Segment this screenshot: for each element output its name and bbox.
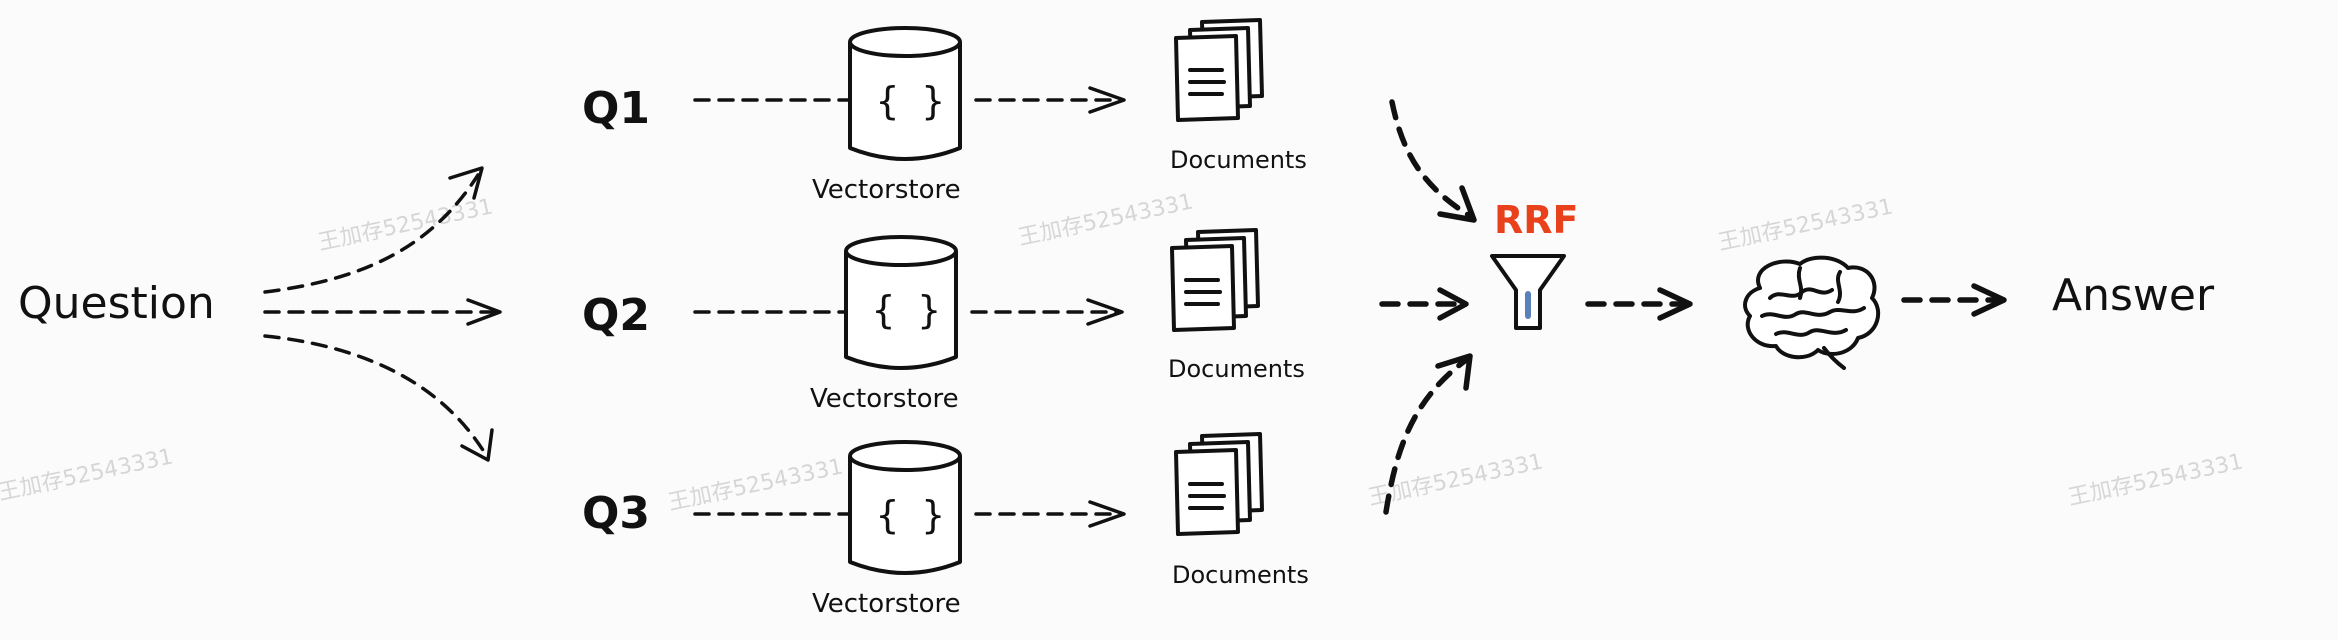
- documents-icon: [1174, 432, 1264, 536]
- watermark: 王加存52543331: [0, 444, 175, 505]
- documents-icon: [1174, 18, 1264, 122]
- curly-braces-icon: { }: [876, 79, 945, 123]
- question-label: Question: [18, 278, 215, 329]
- curly-braces-icon: { }: [872, 288, 941, 332]
- arrow-to-q1: [263, 173, 480, 294]
- vectorstore-label: Vectorstore: [812, 175, 961, 205]
- watermark: 王加存52543331: [1016, 189, 1195, 250]
- watermark: 王加存52543331: [1716, 194, 1895, 255]
- query-row-2: Q2 { } Vectorstore Documents: [582, 228, 1305, 414]
- documents-label: Documents: [1172, 561, 1309, 589]
- watermark: 王加存52543331: [2066, 449, 2245, 510]
- merge-arrows: [1379, 99, 1477, 515]
- rrf-label: RRF: [1494, 198, 1578, 242]
- documents-label: Documents: [1170, 146, 1307, 174]
- arrow-to-q3: [263, 334, 488, 457]
- query-label: Q3: [582, 488, 650, 539]
- query-row-1: Q1 { } Vectorstore Documents: [582, 18, 1307, 205]
- query-row-3: Q3 { } Vectorstore Documents: [582, 432, 1309, 619]
- vectorstore-label: Vectorstore: [812, 589, 961, 619]
- funnel-icon: [1490, 254, 1566, 330]
- query-label: Q1: [582, 83, 650, 134]
- vectorstore-label: Vectorstore: [810, 384, 959, 414]
- watermarks: 王加存52543331 王加存52543331 王加存52543331 王加存5…: [0, 189, 2245, 515]
- documents-icon: [1170, 228, 1260, 332]
- documents-label: Documents: [1168, 355, 1305, 383]
- query-label: Q2: [582, 290, 650, 341]
- question-fanout-arrows: [263, 166, 502, 462]
- answer-label: Answer: [2052, 270, 2215, 321]
- brain-icon: [1743, 255, 1881, 370]
- curly-braces-icon: { }: [876, 493, 945, 537]
- watermark: 王加存52543331: [666, 454, 845, 515]
